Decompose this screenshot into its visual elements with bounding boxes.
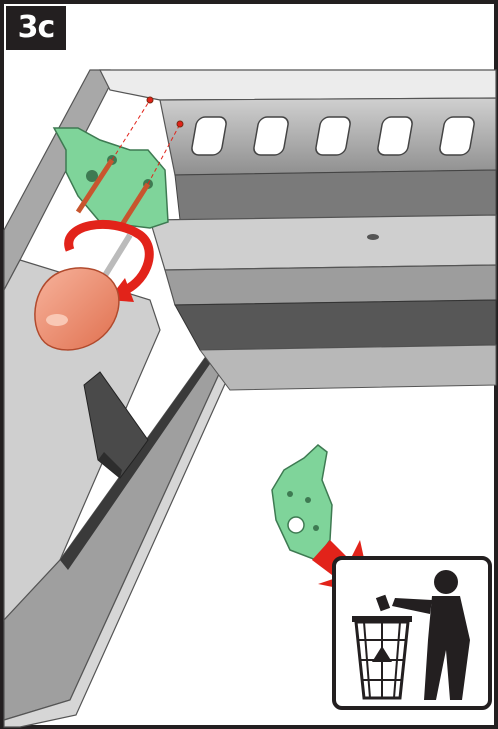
green-bracket-icon [52,127,169,229]
black-clip [83,371,149,479]
screws [75,96,184,230]
top-rail [99,69,497,221]
cabinet-side [3,69,239,728]
removed-bracket-icon [271,444,333,561]
screwdriver-icon [34,233,133,351]
recycle-bin-person-icon [332,556,492,710]
step-label: 3c [6,6,66,50]
lower-rail [149,214,497,391]
